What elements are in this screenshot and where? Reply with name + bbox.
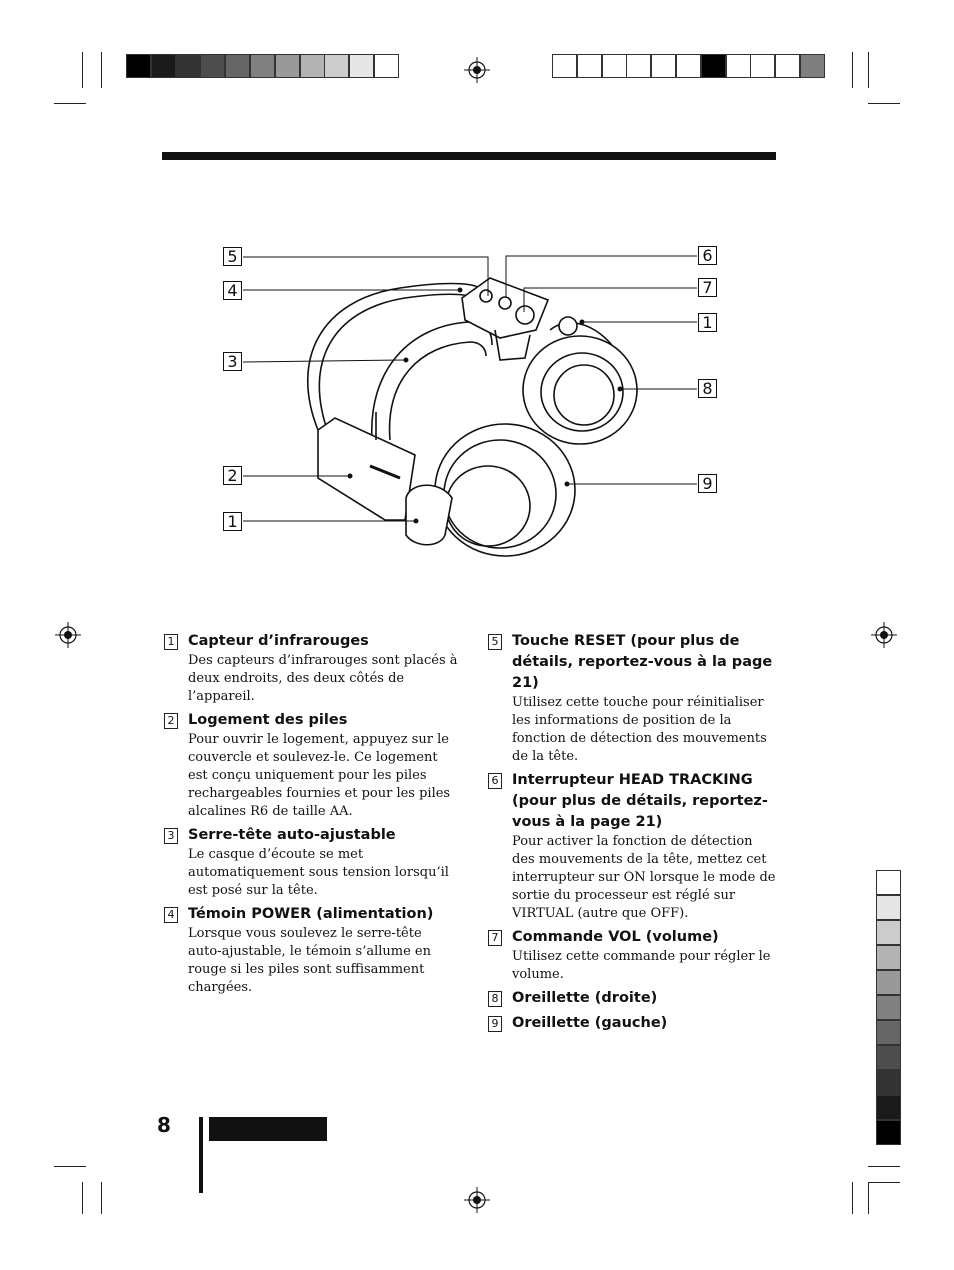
color-swatch	[374, 54, 399, 78]
part-description: Des capteurs d’infrarouges sont placés à…	[188, 653, 458, 704]
part-title: Serre-tête auto-ajustable	[188, 827, 396, 843]
registration-mark-left	[55, 622, 81, 648]
color-swatch	[876, 1095, 901, 1120]
callout-4: 4	[223, 281, 242, 300]
part-title: Oreillette (droite)	[512, 990, 658, 1006]
color-swatch	[225, 54, 251, 78]
color-swatch	[725, 54, 751, 78]
callout-9: 9	[698, 474, 717, 493]
color-swatch	[876, 870, 901, 895]
color-swatch	[126, 54, 151, 78]
registration-mark-right	[871, 622, 897, 648]
color-swatch	[626, 54, 652, 78]
headphones-illustration	[242, 255, 697, 557]
part-item-1: 1 Capteur d’infrarouges Des capteurs d’i…	[163, 631, 458, 706]
color-swatch	[299, 54, 325, 78]
part-title: Interrupteur HEAD TRACKING (pour plus de…	[512, 772, 768, 830]
callout-8: 8	[698, 379, 717, 398]
color-swatch	[876, 945, 901, 970]
color-swatch	[876, 1020, 901, 1045]
color-swatch	[876, 970, 901, 995]
color-swatch	[876, 995, 901, 1020]
part-description: Pour activer la fonction de détection de…	[512, 834, 776, 921]
part-item-8: 8 Oreillette (droite)	[487, 988, 777, 1009]
color-swatch	[601, 54, 627, 78]
part-item-7: 7 Commande VOL (volume) Utilisez cette c…	[487, 927, 777, 984]
part-title: Témoin POWER (alimentation)	[188, 906, 434, 922]
parts-list-right: 5 Touche RESET (pour plus de détails, re…	[487, 631, 777, 1038]
callout-1-right: 1	[698, 313, 717, 332]
color-swatch	[576, 54, 602, 78]
color-swatch	[324, 54, 350, 78]
parts-list-left: 1 Capteur d’infrarouges Des capteurs d’i…	[163, 631, 458, 1001]
page-number: 8	[157, 1113, 171, 1137]
part-item-3: 3 Serre-tête auto-ajustable Le casque d’…	[163, 825, 458, 900]
part-number: 6	[488, 773, 502, 789]
callout-5: 5	[223, 247, 242, 266]
color-swatch	[175, 54, 201, 78]
color-swatch	[700, 54, 726, 78]
language-tab-bar	[209, 1117, 327, 1141]
callout-6: 6	[698, 246, 717, 265]
part-description: Pour ouvrir le logement, appuyez sur le …	[188, 732, 451, 819]
part-item-4: 4 Témoin POWER (alimentation) Lorsque vo…	[163, 904, 458, 997]
part-item-2: 2 Logement des piles Pour ouvrir le loge…	[163, 710, 458, 821]
part-item-5: 5 Touche RESET (pour plus de détails, re…	[487, 631, 777, 766]
part-title: Commande VOL (volume)	[512, 929, 719, 945]
part-number: 3	[164, 828, 178, 844]
part-number: 8	[488, 991, 502, 1007]
part-title: Oreillette (gauche)	[512, 1015, 668, 1031]
color-swatch	[876, 1045, 901, 1070]
part-number: 5	[488, 634, 502, 650]
color-swatch	[150, 54, 176, 78]
part-number: 2	[164, 713, 178, 729]
part-item-9: 9 Oreillette (gauche)	[487, 1013, 777, 1034]
callout-7: 7	[698, 278, 717, 297]
color-swatch	[200, 54, 226, 78]
part-number: 4	[164, 907, 178, 923]
color-swatch	[775, 54, 801, 78]
callout-1-left: 1	[223, 512, 242, 531]
part-number: 7	[488, 930, 502, 946]
part-number: 9	[488, 1016, 502, 1032]
header-rule	[162, 152, 776, 160]
color-swatch	[552, 54, 577, 78]
part-description: Utilisez cette touche pour réinitialiser…	[512, 695, 767, 764]
color-swatch	[876, 1070, 901, 1095]
color-swatch	[250, 54, 275, 78]
part-number: 1	[164, 634, 178, 650]
part-description: Le casque d’écoute se met automatiquemen…	[188, 847, 449, 898]
color-swatch	[800, 54, 825, 78]
footer-vertical-rule	[199, 1117, 203, 1193]
color-swatch	[651, 54, 677, 78]
color-swatch	[274, 54, 300, 78]
part-title: Capteur d’infrarouges	[188, 633, 369, 649]
part-description: Utilisez cette commande pour régler le v…	[512, 949, 771, 982]
part-title: Logement des piles	[188, 712, 348, 728]
color-swatch	[676, 54, 701, 78]
color-swatch	[876, 895, 901, 920]
color-swatch	[876, 920, 901, 945]
color-swatch	[876, 1120, 901, 1145]
part-title: Touche RESET (pour plus de détails, repo…	[512, 633, 773, 691]
registration-mark-top	[464, 57, 490, 83]
registration-mark-bottom	[464, 1187, 490, 1213]
part-item-6: 6 Interrupteur HEAD TRACKING (pour plus …	[487, 770, 777, 923]
color-swatch	[349, 54, 375, 78]
callout-3: 3	[223, 352, 242, 371]
color-swatch	[750, 54, 776, 78]
part-description: Lorsque vous soulevez le serre-tête auto…	[188, 926, 431, 995]
callout-2: 2	[223, 466, 242, 485]
